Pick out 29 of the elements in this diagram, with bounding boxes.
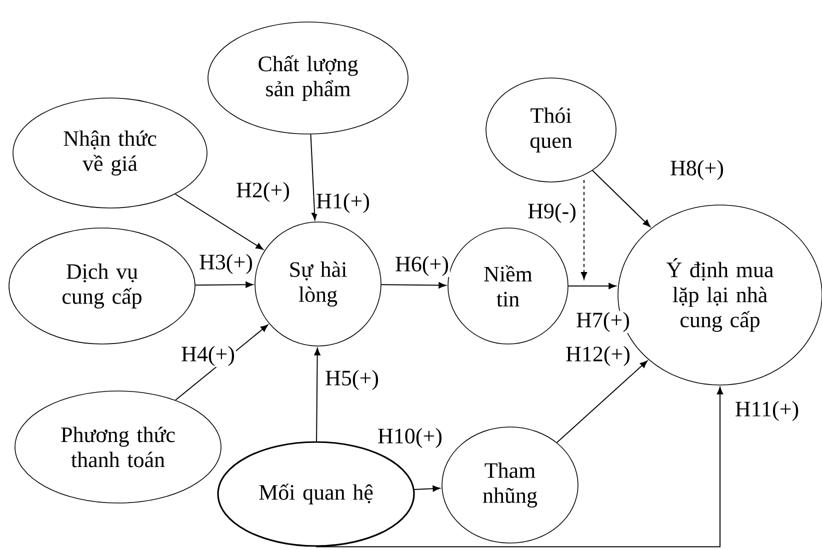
leader-arrow: [580, 180, 588, 280]
edge-label: H7(+): [575, 311, 631, 333]
arrow: [556, 360, 648, 444]
arrow: [174, 194, 264, 250]
ellipse-node: Chất lượng sản phẩm: [208, 22, 408, 134]
ellipse-node: Thói quen: [486, 78, 616, 182]
edge-label: H3(+): [198, 253, 254, 275]
arrow: [194, 282, 254, 288]
ellipse-node: Tham nhũng: [442, 426, 578, 544]
edge-label: H2(+): [235, 181, 291, 203]
arrow: [380, 282, 446, 288]
ellipse-node: Nhận thức về giá: [12, 98, 208, 208]
arrow: [414, 485, 440, 492]
ellipse-node: Sự hài lòng: [254, 222, 382, 346]
edge-label: H6(+): [394, 255, 450, 277]
edge-label: H4(+): [180, 345, 236, 367]
edge-label: H1(+): [315, 192, 371, 214]
edge-label: H8(+): [669, 159, 725, 181]
arrow: [310, 134, 318, 220]
edge-label: H9(-): [526, 202, 578, 224]
arrow: [568, 282, 616, 290]
ellipse-node: Dịch vụ cung cấp: [8, 228, 196, 344]
arrow: [316, 386, 724, 548]
edge-label: H11(+): [734, 400, 800, 422]
arrow: [592, 170, 650, 228]
ellipse-node: Phương thức thanh toán: [14, 390, 222, 504]
ellipse-node: Niềm tin: [448, 228, 568, 344]
edge-label: H5(+): [324, 369, 380, 391]
arrow: [314, 348, 320, 442]
